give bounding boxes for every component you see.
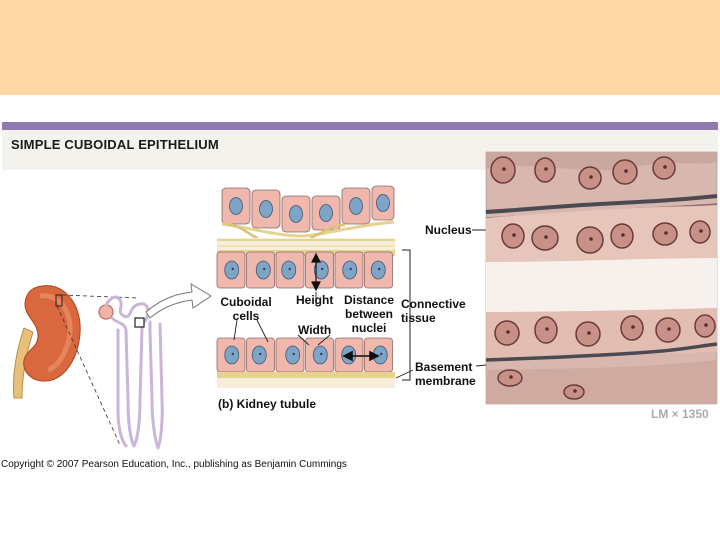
cell-nucleus bbox=[260, 201, 273, 218]
label-distance-between-nuclei: Distance between nuclei bbox=[342, 294, 396, 334]
label-distance-line1: Distance bbox=[342, 294, 396, 306]
cell-nucleus bbox=[230, 198, 243, 215]
label-distance-line2: between bbox=[342, 308, 396, 320]
magnification-label: LM × 1350 bbox=[651, 407, 709, 421]
cell-nucleus bbox=[343, 261, 357, 279]
figure-caption: (b) Kidney tubule bbox=[218, 397, 316, 411]
cell-nucleus bbox=[252, 346, 266, 364]
cell-nucleus bbox=[282, 261, 296, 279]
label-cuboidal-cells-line1: Cuboidal bbox=[220, 296, 272, 308]
glomerulus bbox=[99, 305, 113, 319]
label-height: Height bbox=[296, 294, 333, 306]
magnify-arrow bbox=[146, 284, 211, 318]
label-cuboidal-cells: Cuboidal cells bbox=[220, 296, 272, 322]
label-cuboidal-cells-line2: cells bbox=[220, 310, 272, 322]
cell-nucleus bbox=[225, 346, 239, 364]
tubule-diagram bbox=[217, 185, 395, 388]
copyright-notice: Copyright © 2007 Pearson Education, Inc.… bbox=[1, 459, 347, 470]
cell-nucleus bbox=[286, 346, 300, 364]
cell-nucleus bbox=[320, 205, 333, 222]
cell-nucleus bbox=[377, 195, 390, 212]
label-basement-line1: Basement bbox=[415, 361, 476, 373]
cell-nucleus bbox=[350, 198, 363, 215]
label-connective-line2: tissue bbox=[401, 312, 466, 324]
label-distance-line3: nuclei bbox=[342, 322, 396, 334]
cell-nucleus bbox=[256, 261, 270, 279]
label-connective-line1: Connective bbox=[401, 298, 466, 310]
cell-nucleus bbox=[313, 346, 327, 364]
kidney-illustration bbox=[13, 286, 80, 398]
light-micrograph bbox=[486, 152, 717, 404]
label-basement-membrane: Basement membrane bbox=[415, 361, 476, 387]
label-nucleus: Nucleus bbox=[425, 224, 472, 236]
label-connective-tissue: Connective tissue bbox=[401, 298, 466, 324]
label-basement-line2: membrane bbox=[415, 375, 476, 387]
nephron-illustration bbox=[99, 297, 162, 448]
cell-nucleus bbox=[290, 206, 303, 223]
tubule-inset-box bbox=[135, 318, 144, 327]
label-width: Width bbox=[298, 324, 331, 336]
cell-nucleus bbox=[371, 261, 385, 279]
cell-nucleus bbox=[225, 261, 239, 279]
